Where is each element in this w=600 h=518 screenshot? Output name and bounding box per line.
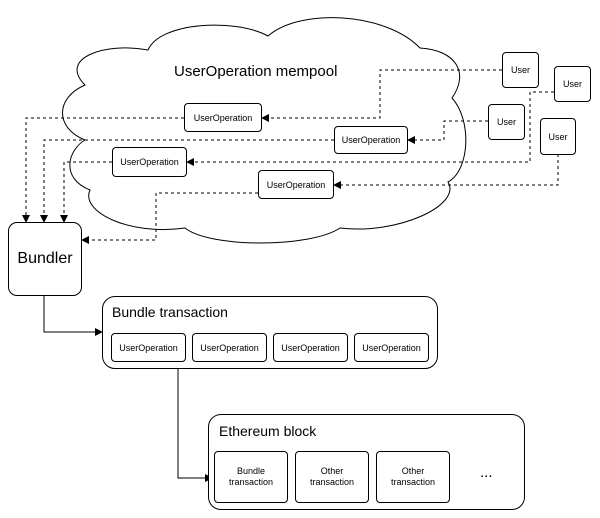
user-box-4[interactable]: User xyxy=(540,118,576,155)
block-item-line1: Other xyxy=(320,466,344,476)
block-item-other-transaction-2[interactable]: Other transaction xyxy=(376,451,450,503)
bundle-userop-4[interactable]: UserOperation xyxy=(354,333,429,362)
block-item-line1: Other xyxy=(401,466,425,476)
block-item-line1: Bundle xyxy=(236,466,266,476)
connector-userop4-to-bundler xyxy=(81,192,258,244)
connector-user3-to-userop2 xyxy=(407,120,488,144)
connector-userop2-to-bundler xyxy=(40,139,334,223)
bundler-box[interactable]: Bundler xyxy=(8,222,82,296)
block-item-line2: transaction xyxy=(390,477,436,487)
mempool-userop-4[interactable]: UserOperation xyxy=(258,170,334,199)
connector-user2-to-userop3 xyxy=(186,91,554,166)
bundle-userop-2[interactable]: UserOperation xyxy=(192,333,267,362)
mempool-userop-3[interactable]: UserOperation xyxy=(112,147,187,177)
connector-userop1-to-bundler xyxy=(22,117,184,223)
ethereum-block-title: Ethereum block xyxy=(219,423,317,439)
connector-user1-to-userop1 xyxy=(261,69,502,122)
bundle-userop-3[interactable]: UserOperation xyxy=(273,333,348,362)
bundle-transaction-title: Bundle transaction xyxy=(112,304,228,320)
mempool-userop-1[interactable]: UserOperation xyxy=(184,103,262,132)
connector-bundler-to-bundle-tx xyxy=(43,296,103,336)
connector-userop3-to-bundler xyxy=(60,161,112,223)
block-item-line2: transaction xyxy=(309,477,355,487)
block-ellipsis: ... xyxy=(480,464,493,481)
bundle-userop-1[interactable]: UserOperation xyxy=(111,333,186,362)
connector-bundle-tx-to-block xyxy=(177,368,213,482)
user-box-2[interactable]: User xyxy=(554,66,591,102)
mempool-title: UserOperation mempool xyxy=(174,63,338,80)
mempool-userop-2[interactable]: UserOperation xyxy=(334,126,408,154)
user-box-1[interactable]: User xyxy=(502,52,539,88)
block-item-line2: transaction xyxy=(228,477,274,487)
block-item-bundle-transaction[interactable]: Bundle transaction xyxy=(214,451,288,503)
user-box-3[interactable]: User xyxy=(488,104,525,140)
connector-user4-to-userop4 xyxy=(333,154,559,189)
mempool-cloud xyxy=(62,17,467,244)
block-item-other-transaction-1[interactable]: Other transaction xyxy=(295,451,369,503)
